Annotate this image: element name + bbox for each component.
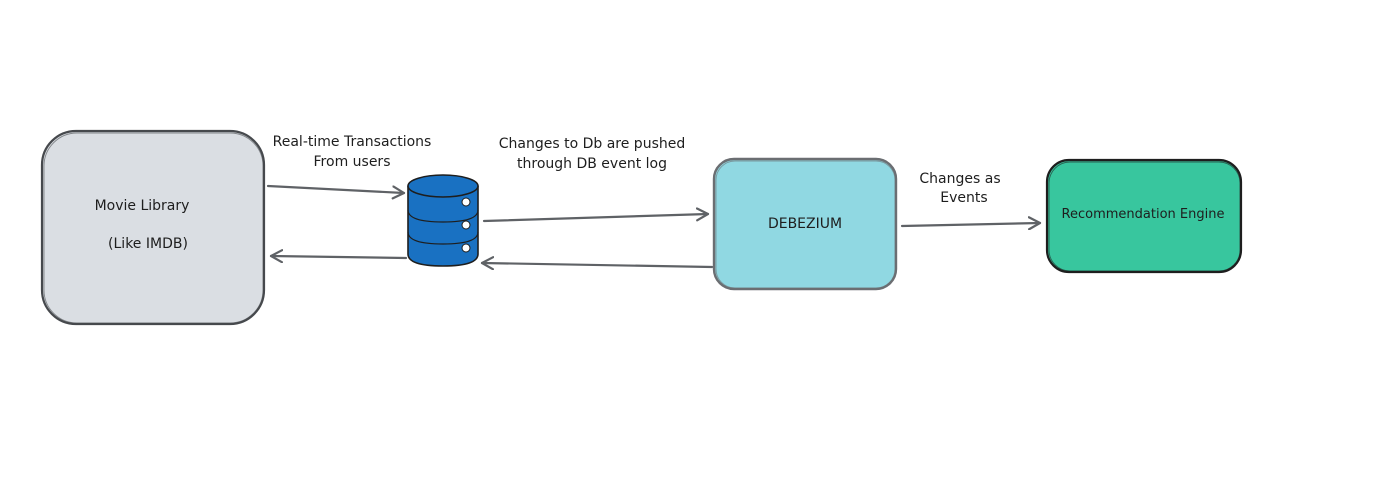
debezium-label: DEBEZIUM [767,216,843,232]
movie-library-subtitle: (Like IMDB) [108,236,188,252]
recommendation-engine-label: Recommendation Engine [1061,207,1225,222]
edge-label-events-line1: Changes as [919,171,1001,187]
arrow-library-to-db [266,184,406,193]
arrow-debezium-to-engine [900,223,1042,226]
movie-library-node [40,129,266,326]
edge-label-transactions-line2: From users [313,154,391,170]
edge-label-db-changes-line2: through DB event log [517,156,667,172]
arrow-debezium-to-db [480,263,714,267]
arrow-db-to-library [269,256,408,258]
edge-label-events-line2: Events [940,190,988,206]
arrow-db-to-debezium [482,214,710,223]
edge-label-db-changes-line1: Changes to Db are pushed [498,136,686,152]
movie-library-title: Movie Library [94,198,190,214]
edge-label-transactions-line1: Real-time Transactions [272,134,432,150]
debezium-node [712,157,898,291]
database-icon [407,174,479,267]
recommendation-engine-node [1045,158,1243,274]
